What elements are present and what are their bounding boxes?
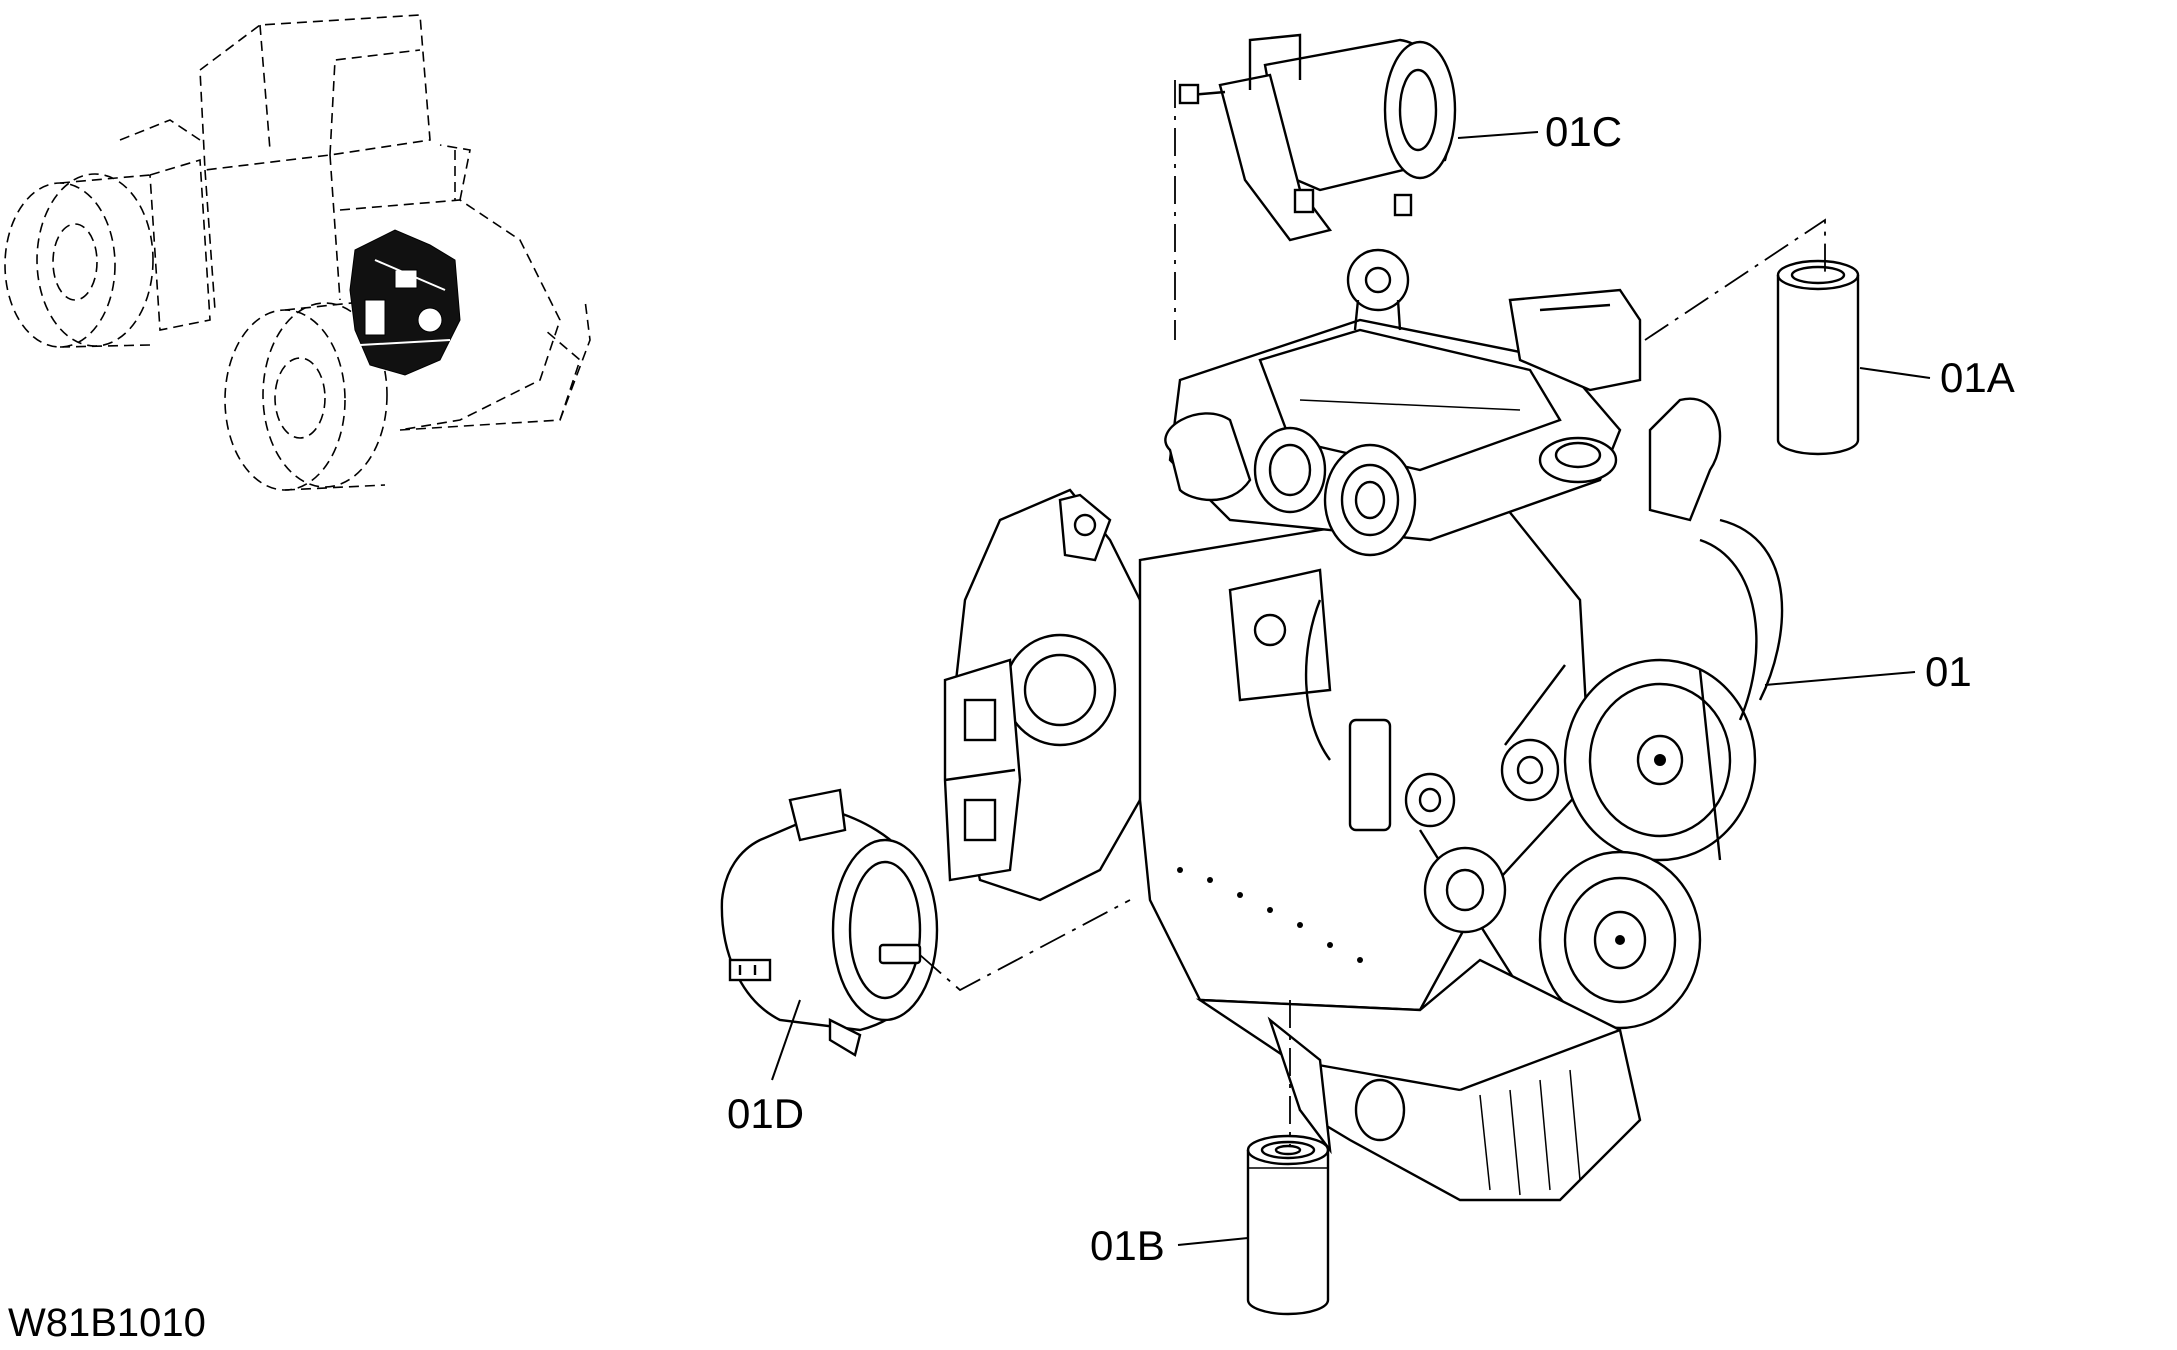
- callout-01d: 01D: [727, 1090, 804, 1137]
- callout-labels: 01C 01A 01 01D 01B: [727, 108, 2015, 1269]
- leader-01c: [1457, 131, 1539, 139]
- alternator-01d-part: [720, 788, 939, 1057]
- engine-location-highlight: [349, 229, 461, 376]
- leader-01b: [1177, 1237, 1249, 1246]
- leader-01: [1764, 671, 1916, 686]
- figure-id: W81B1010: [8, 1301, 206, 1345]
- leader-01a: [1859, 367, 1931, 379]
- starter-motor-part: [1178, 33, 1457, 242]
- callout-01a: 01A: [1940, 354, 2015, 401]
- callout-01b: 01B: [1090, 1222, 1165, 1269]
- filter-01a-part: [1776, 259, 1860, 456]
- engine-assembly: [943, 248, 1784, 1202]
- callout-01: 01: [1925, 648, 1972, 695]
- leader-01d: [771, 999, 801, 1081]
- machine-locator-view: [4, 14, 591, 491]
- callout-01c: 01C: [1545, 108, 1622, 155]
- filter-01b-part: [1246, 1134, 1330, 1316]
- leader-lines: [771, 131, 1931, 1246]
- assembly-lines: [919, 80, 1826, 1145]
